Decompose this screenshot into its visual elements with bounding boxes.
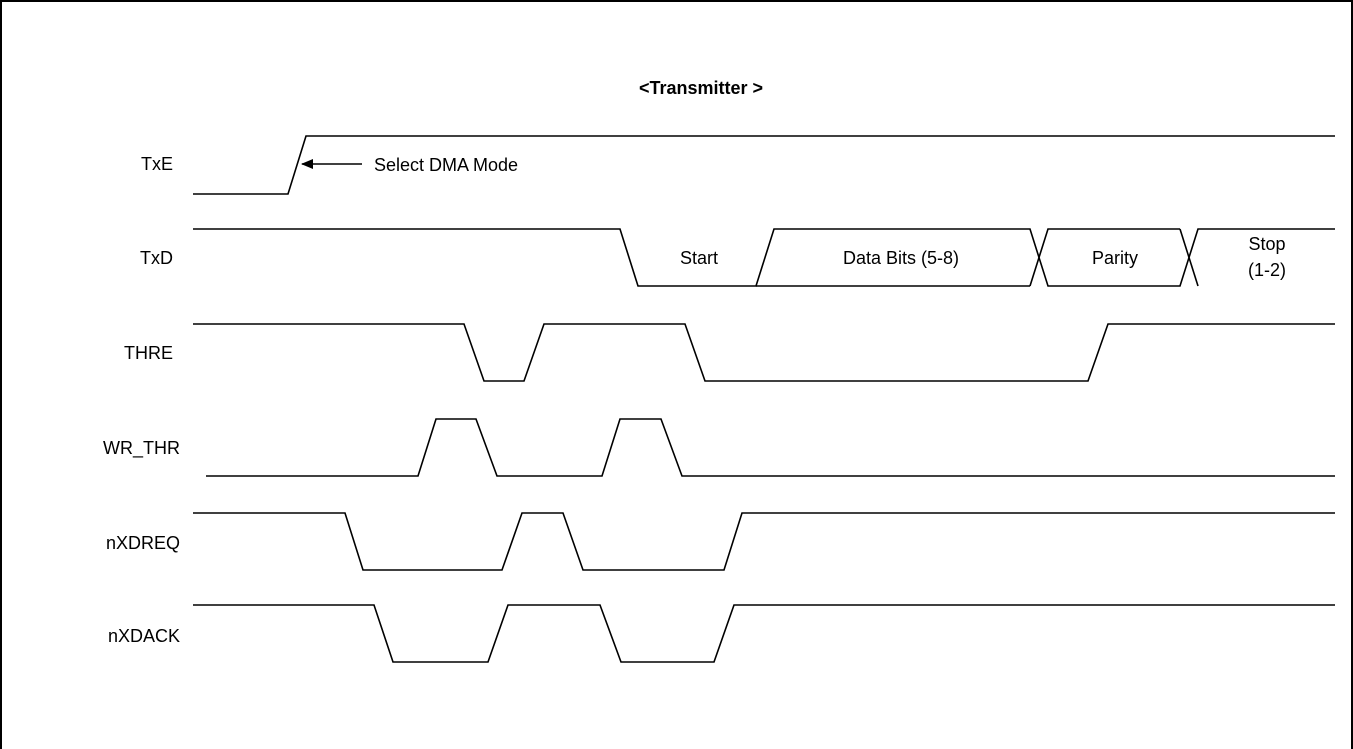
txd-field-data-bits: Data Bits (5-8) <box>843 248 959 268</box>
signal-label-nxdreq: nXDREQ <box>106 533 180 553</box>
waveform-txd-stop-edge <box>1179 228 1199 287</box>
txd-field-parity: Parity <box>1092 248 1138 268</box>
waveform-thre <box>193 323 1335 382</box>
txd-field-stop: Stop <box>1248 234 1285 254</box>
waveform-wr-thr <box>206 418 1335 477</box>
waveform-txe <box>193 135 1335 195</box>
select-dma-annotation: Select DMA Mode <box>374 155 518 175</box>
signal-label-nxdack: nXDACK <box>108 626 180 646</box>
waveform-nxdack <box>193 604 1335 663</box>
diagram-title: <Transmitter > <box>639 78 763 98</box>
txd-field-stop-count: (1-2) <box>1248 260 1286 280</box>
txd-field-start: Start <box>680 248 718 268</box>
signal-label-thre: THRE <box>124 343 173 363</box>
signal-label-txd: TxD <box>140 248 173 268</box>
signal-label-wr-thr: WR_THR <box>103 438 180 459</box>
waveform-txd-field-divider <box>1029 228 1180 287</box>
waveform-nxdreq <box>193 512 1335 571</box>
signal-label-txe: TxE <box>141 154 173 174</box>
waveform-txd-idle <box>193 228 1335 287</box>
